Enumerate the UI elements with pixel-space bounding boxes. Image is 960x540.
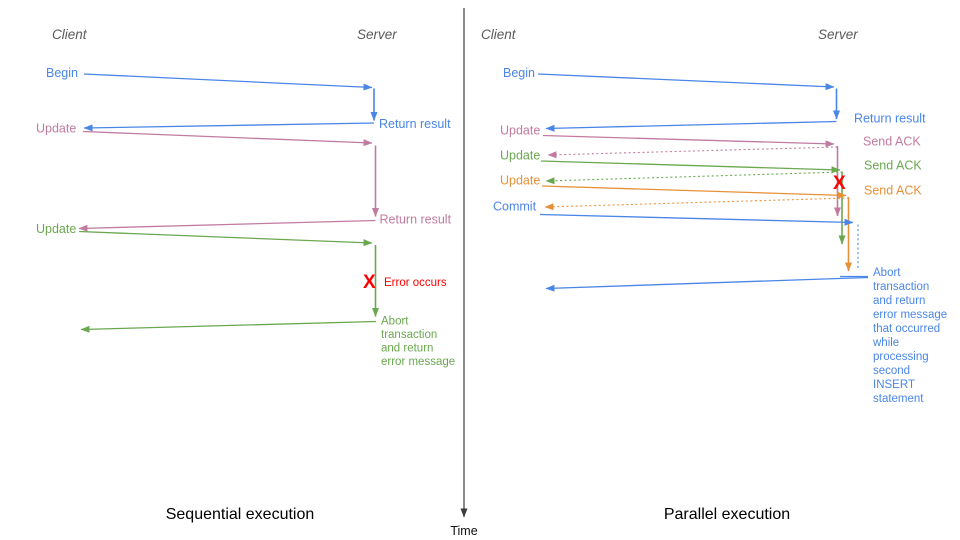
right-update1-label: Update [500, 124, 540, 138]
time-axis-label: Time [450, 524, 477, 538]
right-update3-request-arrow [541, 185, 847, 199]
right-ack3-label: Send ACK [864, 184, 922, 198]
right-update1-request-arrow [542, 134, 835, 148]
right-server-header: Server [818, 27, 858, 42]
right-update3-label: Update [500, 174, 540, 188]
right-begin-label: Begin [503, 66, 535, 80]
right-ack2-label: Send ACK [864, 159, 922, 173]
left-return-result-1-arrow [83, 122, 375, 132]
left-return-result-2-label: Return result [380, 213, 452, 227]
left-return-result-1-label: Return result [379, 117, 451, 131]
left-server-header: Server [357, 27, 397, 42]
left-error-x-icon: X [363, 272, 376, 293]
left-update1-label: Update [36, 122, 76, 136]
right-return-result-arrow [545, 120, 837, 132]
right-update2-request-arrow [540, 160, 841, 174]
left-update1-request-arrow [82, 130, 373, 147]
right-ack2-arrow [545, 171, 843, 185]
left-error-label: Error occurs [384, 277, 447, 289]
left-update2-request-arrow [78, 230, 373, 247]
right-ack1-arrow [547, 146, 838, 159]
left-begin-request-arrow [83, 73, 373, 91]
right-commit-label: Commit [493, 200, 537, 214]
sequential-panel: Client Server Begin Return result Update… [36, 27, 455, 523]
right-abort-return-arrow [545, 276, 869, 292]
right-panel-title: Parallel execution [664, 506, 790, 523]
left-client-header: Client [52, 27, 88, 42]
left-panel-title: Sequential execution [166, 506, 315, 523]
left-begin-label: Begin [46, 66, 78, 80]
right-client-header: Client [481, 27, 517, 42]
right-update2-label: Update [500, 149, 540, 163]
right-ack1-label: Send ACK [863, 135, 921, 149]
left-abort-return-arrow [80, 320, 377, 333]
right-return-result-label: Return result [854, 112, 926, 126]
time-axis: Time [450, 8, 478, 538]
right-commit-request-arrow [539, 213, 854, 226]
left-update2-label: Update [36, 222, 76, 236]
right-begin-request-arrow [537, 73, 835, 91]
parallel-panel: Client Server Begin Return result Update… [481, 27, 947, 523]
right-error-x-icon: X [833, 173, 846, 194]
right-ack3-arrow [544, 197, 850, 211]
left-return-result-2-arrow [78, 219, 376, 232]
